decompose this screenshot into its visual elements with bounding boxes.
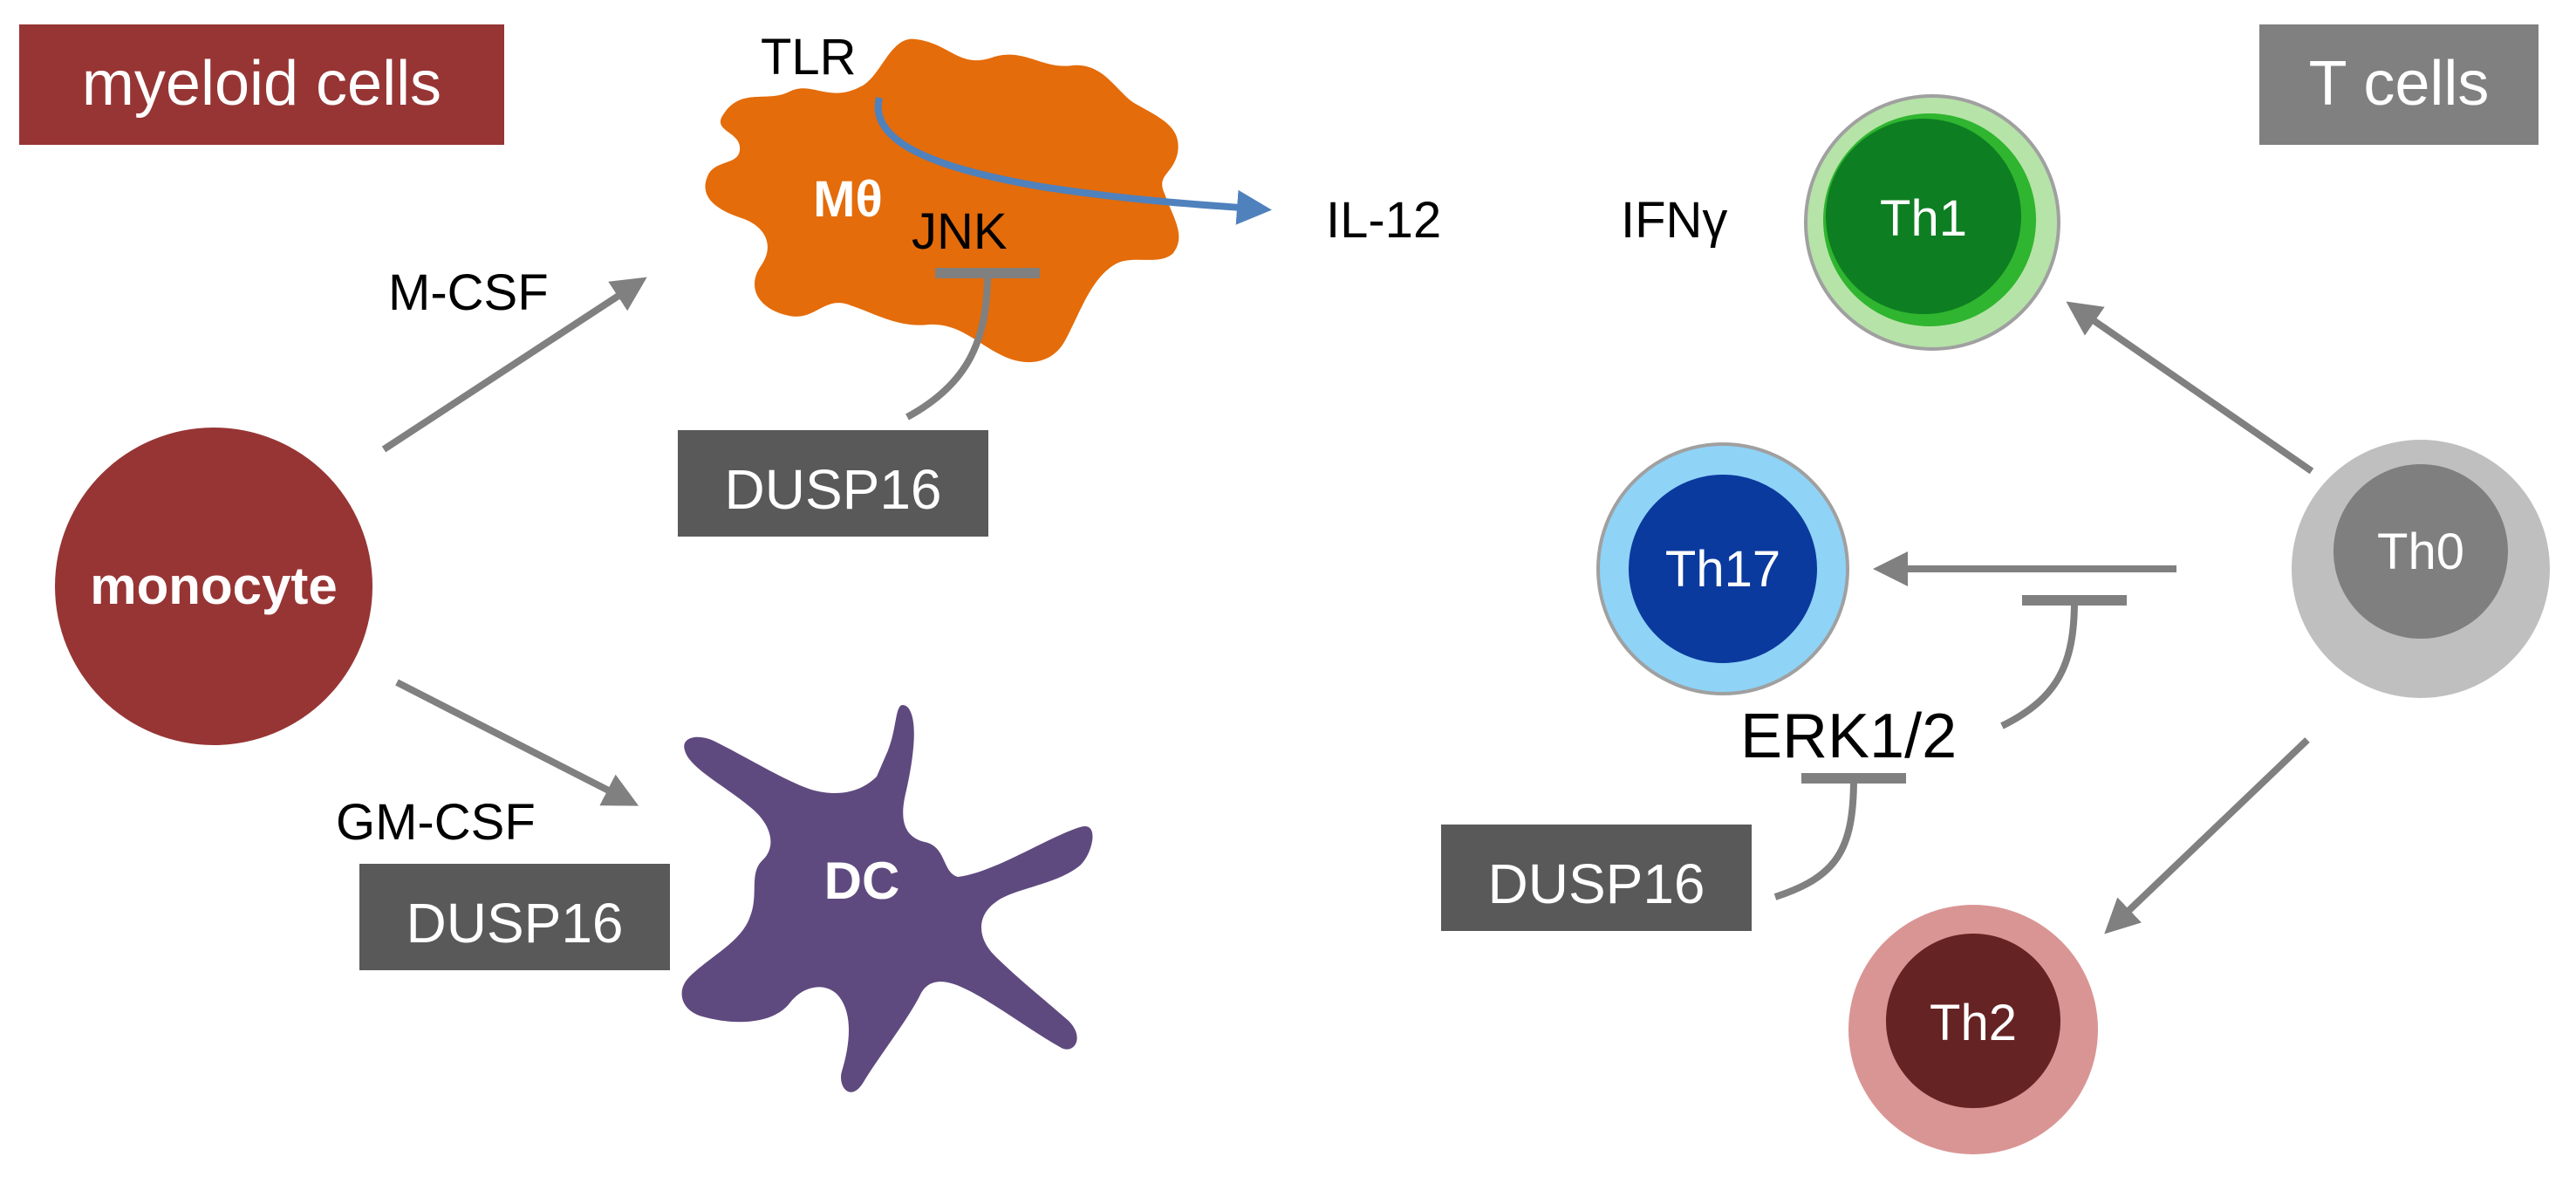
th1-cell: Th1 xyxy=(1804,94,2060,351)
macrophage-cell: Mθ xyxy=(705,38,1179,363)
dusp16-dc-box: DUSP16 xyxy=(359,864,670,970)
t-cells-header: T cells xyxy=(2259,24,2538,145)
th17-cell: Th17 xyxy=(1596,442,1849,695)
th0-to-th2-arrow xyxy=(2104,737,2310,934)
dc-label: DC xyxy=(824,852,900,910)
th0-label: Th0 xyxy=(2377,524,2464,580)
dusp16-dc-label: DUSP16 xyxy=(407,892,624,955)
dendritic-cell: DC xyxy=(681,705,1093,1092)
monocyte-label: monocyte xyxy=(90,557,337,615)
ifng-label: IFNγ xyxy=(1621,192,1727,249)
myeloid-cells-header: myeloid cells xyxy=(19,24,504,145)
dusp16-tcell-box: DUSP16 xyxy=(1441,825,1752,931)
erk-inhibition-line xyxy=(2000,599,2078,729)
dusp16-macrophage-box: DUSP16 xyxy=(678,430,988,537)
th2-label: Th2 xyxy=(1930,995,2017,1051)
th2-cell: Th2 xyxy=(1848,905,2098,1154)
dusp16-macrophage-label: DUSP16 xyxy=(725,458,942,521)
tlr-signal-arrow xyxy=(874,97,1272,225)
th1-label: Th1 xyxy=(1880,190,1967,247)
jnk-label: JNK xyxy=(912,203,1008,260)
il12-label: IL-12 xyxy=(1326,192,1441,249)
erk-label: ERK1/2 xyxy=(1740,702,1957,771)
tlr-label: TLR xyxy=(761,29,857,86)
mcsf-arrow xyxy=(381,277,647,453)
gmcsf-arrow xyxy=(395,679,639,806)
monocyte-cell: monocyte xyxy=(55,428,372,745)
dusp16-jnk-inhibition-line xyxy=(905,272,991,421)
dusp16-erk-inhibition-line xyxy=(1773,777,1857,900)
macrophage-label: Mθ xyxy=(813,171,883,228)
th0-cell: Th0 xyxy=(2292,440,2550,698)
th0-to-th1-arrow xyxy=(2066,301,2314,475)
th17-label: Th17 xyxy=(1665,541,1780,598)
myeloid-cells-header-label: myeloid cells xyxy=(82,49,441,119)
mcsf-label: M-CSF xyxy=(388,264,549,321)
dusp16-tcell-label: DUSP16 xyxy=(1488,852,1705,915)
t-cells-header-label: T cells xyxy=(2309,49,2490,119)
gmcsf-label: GM-CSF xyxy=(336,794,536,851)
